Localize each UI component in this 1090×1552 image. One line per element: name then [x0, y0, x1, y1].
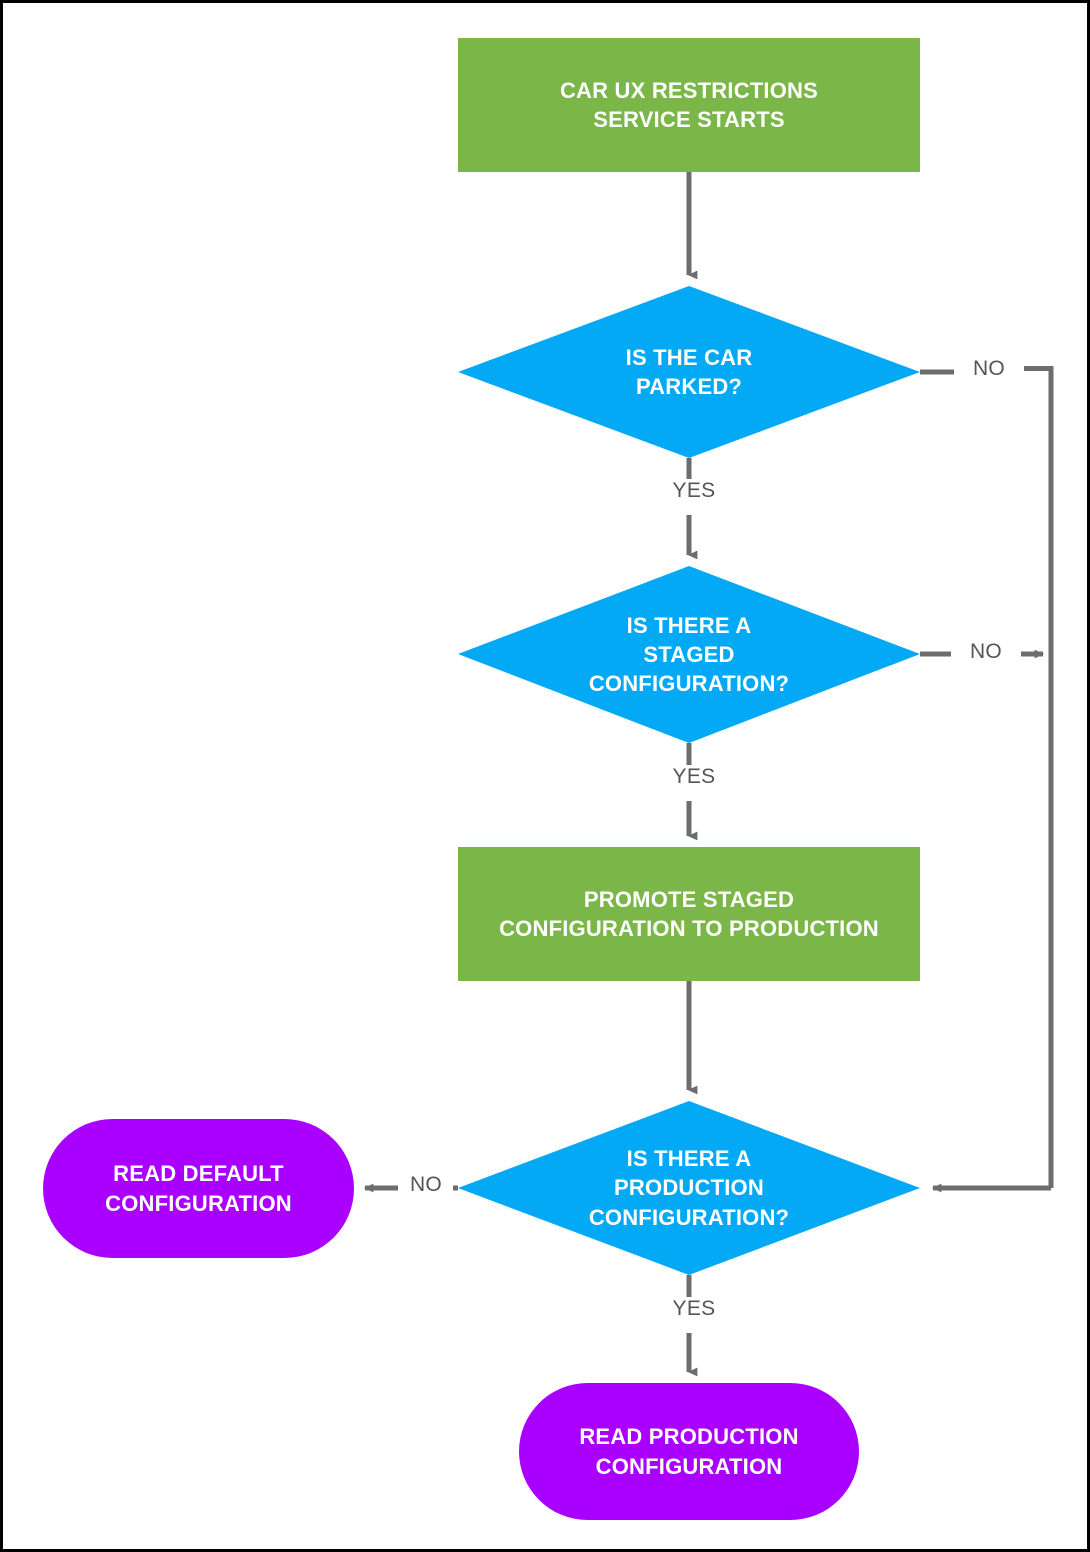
- node-has-production-shape[interactable]: [458, 1101, 920, 1275]
- node-is-parked-shape[interactable]: [458, 286, 920, 458]
- node-promote-shape[interactable]: [458, 847, 920, 981]
- edge-is-parked-no-route: [1013, 366, 1054, 1188]
- node-has-staged-shape[interactable]: [458, 566, 920, 743]
- node-start-shape[interactable]: [458, 38, 920, 172]
- node-read-production-shape[interactable]: [519, 1383, 859, 1520]
- node-read-default-shape[interactable]: [43, 1119, 354, 1258]
- flowchart-svg: [43, 38, 1054, 1520]
